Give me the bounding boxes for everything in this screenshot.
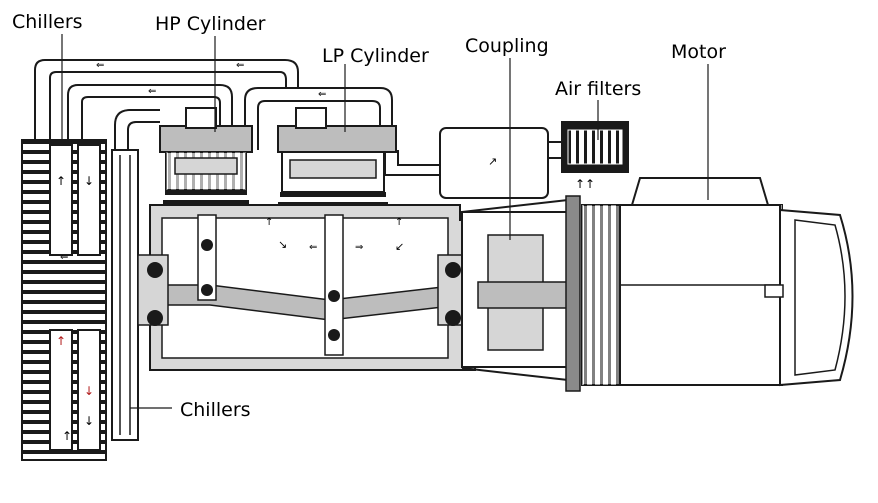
svg-text:↑: ↑ [395, 217, 403, 228]
svg-text:↑: ↑ [56, 174, 66, 188]
motor [581, 177, 854, 387]
svg-text:↑: ↑ [62, 429, 72, 443]
svg-text:⇐: ⇐ [148, 86, 156, 97]
label-air-filters: Air filters [555, 78, 641, 100]
chiller-strip [111, 149, 139, 441]
leader-lines [61, 34, 709, 409]
label-coupling: Coupling [465, 35, 549, 57]
svg-text:⇐: ⇐ [318, 89, 326, 100]
coupling [461, 195, 581, 392]
air-filter-assembly: ↗ ↑↑ [439, 121, 629, 199]
svg-text:⇐: ⇐ [96, 60, 104, 71]
label-chillers-top: Chillers [12, 11, 83, 33]
svg-text:⇒: ⇒ [355, 242, 363, 253]
label-lp-cylinder: LP Cylinder [322, 45, 429, 67]
svg-text:⇐: ⇐ [309, 242, 317, 253]
svg-text:↑↑: ↑↑ [575, 177, 595, 191]
svg-text:⇐: ⇐ [236, 60, 244, 71]
chiller-left: ↑ ↓ ⇐ ↑ ↓ ↑ ↓ [21, 139, 107, 461]
svg-text:↗: ↗ [488, 155, 497, 168]
svg-text:↓: ↓ [84, 384, 94, 398]
label-hp-cylinder: HP Cylinder [155, 13, 266, 35]
svg-text:⇐: ⇐ [60, 252, 68, 263]
svg-text:↑: ↑ [56, 334, 66, 348]
crankcase [137, 204, 481, 371]
air-pipes [34, 59, 456, 176]
hp-cylinder [159, 107, 253, 215]
svg-text:↓: ↓ [84, 174, 94, 188]
svg-text:↘: ↘ [278, 238, 287, 251]
svg-text:↓: ↓ [84, 414, 94, 428]
svg-text:↑: ↑ [265, 217, 273, 228]
label-motor: Motor [671, 41, 726, 63]
label-chillers-bottom: Chillers [180, 399, 251, 421]
lp-cylinder [277, 107, 397, 217]
svg-text:↙: ↙ [395, 240, 404, 253]
